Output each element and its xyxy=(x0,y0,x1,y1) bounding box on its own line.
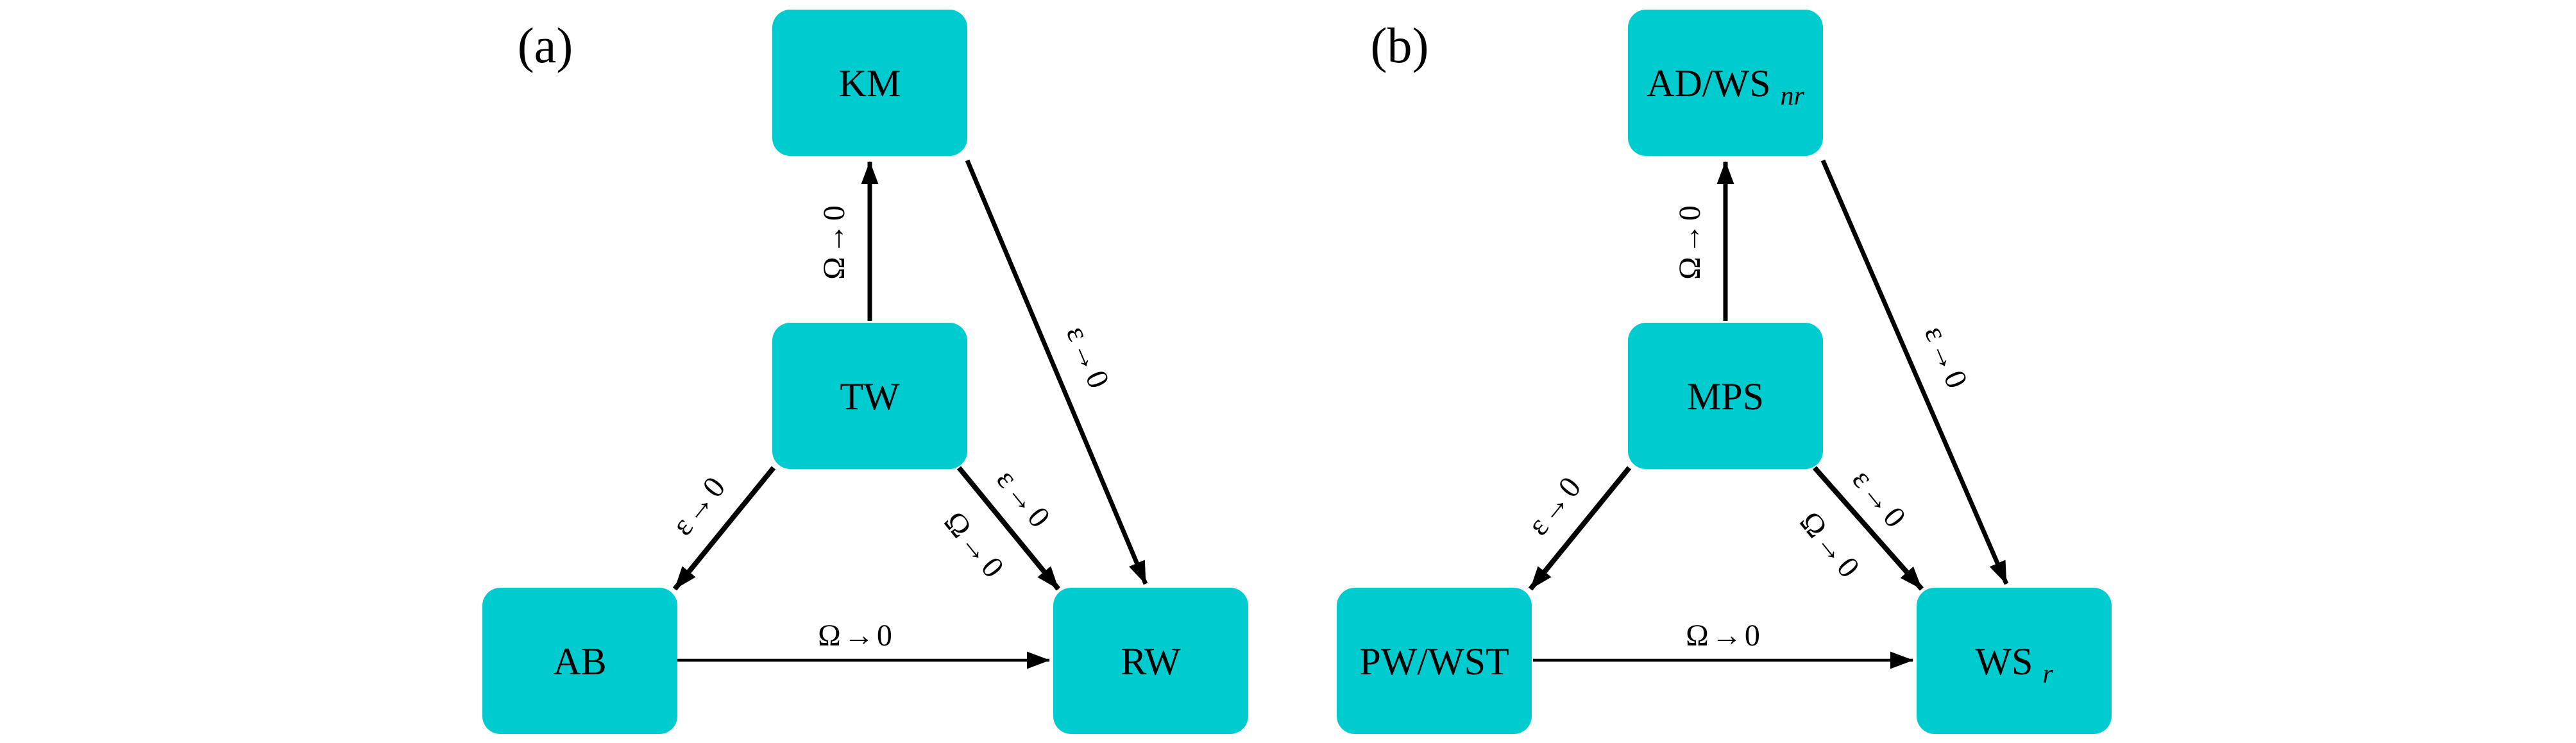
node-rw-box xyxy=(1053,588,1248,734)
edge-mps-wsr-label-upper: ε→0 xyxy=(1845,463,1914,536)
panel-a-label: (a) xyxy=(518,17,573,73)
node-wsr-box xyxy=(1917,588,2112,734)
edge-ab-rw-label: Ω→0 xyxy=(818,619,895,653)
edge-tw-rw-arrow xyxy=(956,466,1061,591)
node-adwsnr-box xyxy=(1628,10,1823,156)
node-km-box xyxy=(772,10,967,156)
edge-pwwst-wsr-label: Ω→0 xyxy=(1686,619,1763,653)
edge-tw-ab-arrow xyxy=(672,466,776,591)
node-km-label: KM xyxy=(839,62,901,105)
node-mps-label: MPS xyxy=(1687,375,1764,418)
node-ab-box xyxy=(482,588,677,734)
panel-a: (a) Ω→0 ε→0 ε→0 ε→0 Ω→0 Ω→0 KM TW AB RW xyxy=(482,10,1248,734)
edge-mps-wsr-arrow xyxy=(1813,466,1924,591)
node-wsr-label-main: WS xyxy=(1975,640,2033,683)
edge-tw-rw-label-upper: ε→0 xyxy=(990,463,1058,536)
node-tw-label: TW xyxy=(840,375,900,418)
edge-tw-km-label: Ω→0 xyxy=(817,203,851,280)
node-adwsnr-label-main: AD/WS xyxy=(1647,62,1770,105)
panel-b-label: (b) xyxy=(1371,17,1429,73)
node-pwwst-box xyxy=(1337,588,1532,734)
node-rw-label: RW xyxy=(1121,640,1181,683)
edge-mps-adws-label: Ω→0 xyxy=(1673,203,1707,280)
node-adwsnr-label: AD/WS nr xyxy=(1647,62,1804,111)
node-adwsnr-label-subscript: nr xyxy=(1780,81,1804,111)
node-wsr-label-subscript: r xyxy=(2042,660,2053,689)
panel-b: (b) Ω→0 ε→0 ε→0 ε→0 Ω→0 Ω→0 AD/WS nr MPS… xyxy=(1337,10,2112,734)
edge-mps-pwwst-arrow xyxy=(1528,466,1632,591)
node-wsr-label: WS r xyxy=(1975,640,2053,689)
node-mps-box xyxy=(1628,323,1823,469)
edge-adws-wsr-arrow xyxy=(1820,159,2009,585)
edge-km-rw-label: ε→0 xyxy=(1060,321,1117,396)
node-pwwst-label: PW/WST xyxy=(1359,640,1509,683)
node-ab-label: AB xyxy=(553,640,606,683)
edge-km-rw-arrow xyxy=(965,159,1148,585)
node-tw-box xyxy=(772,323,967,469)
edge-adws-wsr-label: ε→0 xyxy=(1918,321,1975,396)
